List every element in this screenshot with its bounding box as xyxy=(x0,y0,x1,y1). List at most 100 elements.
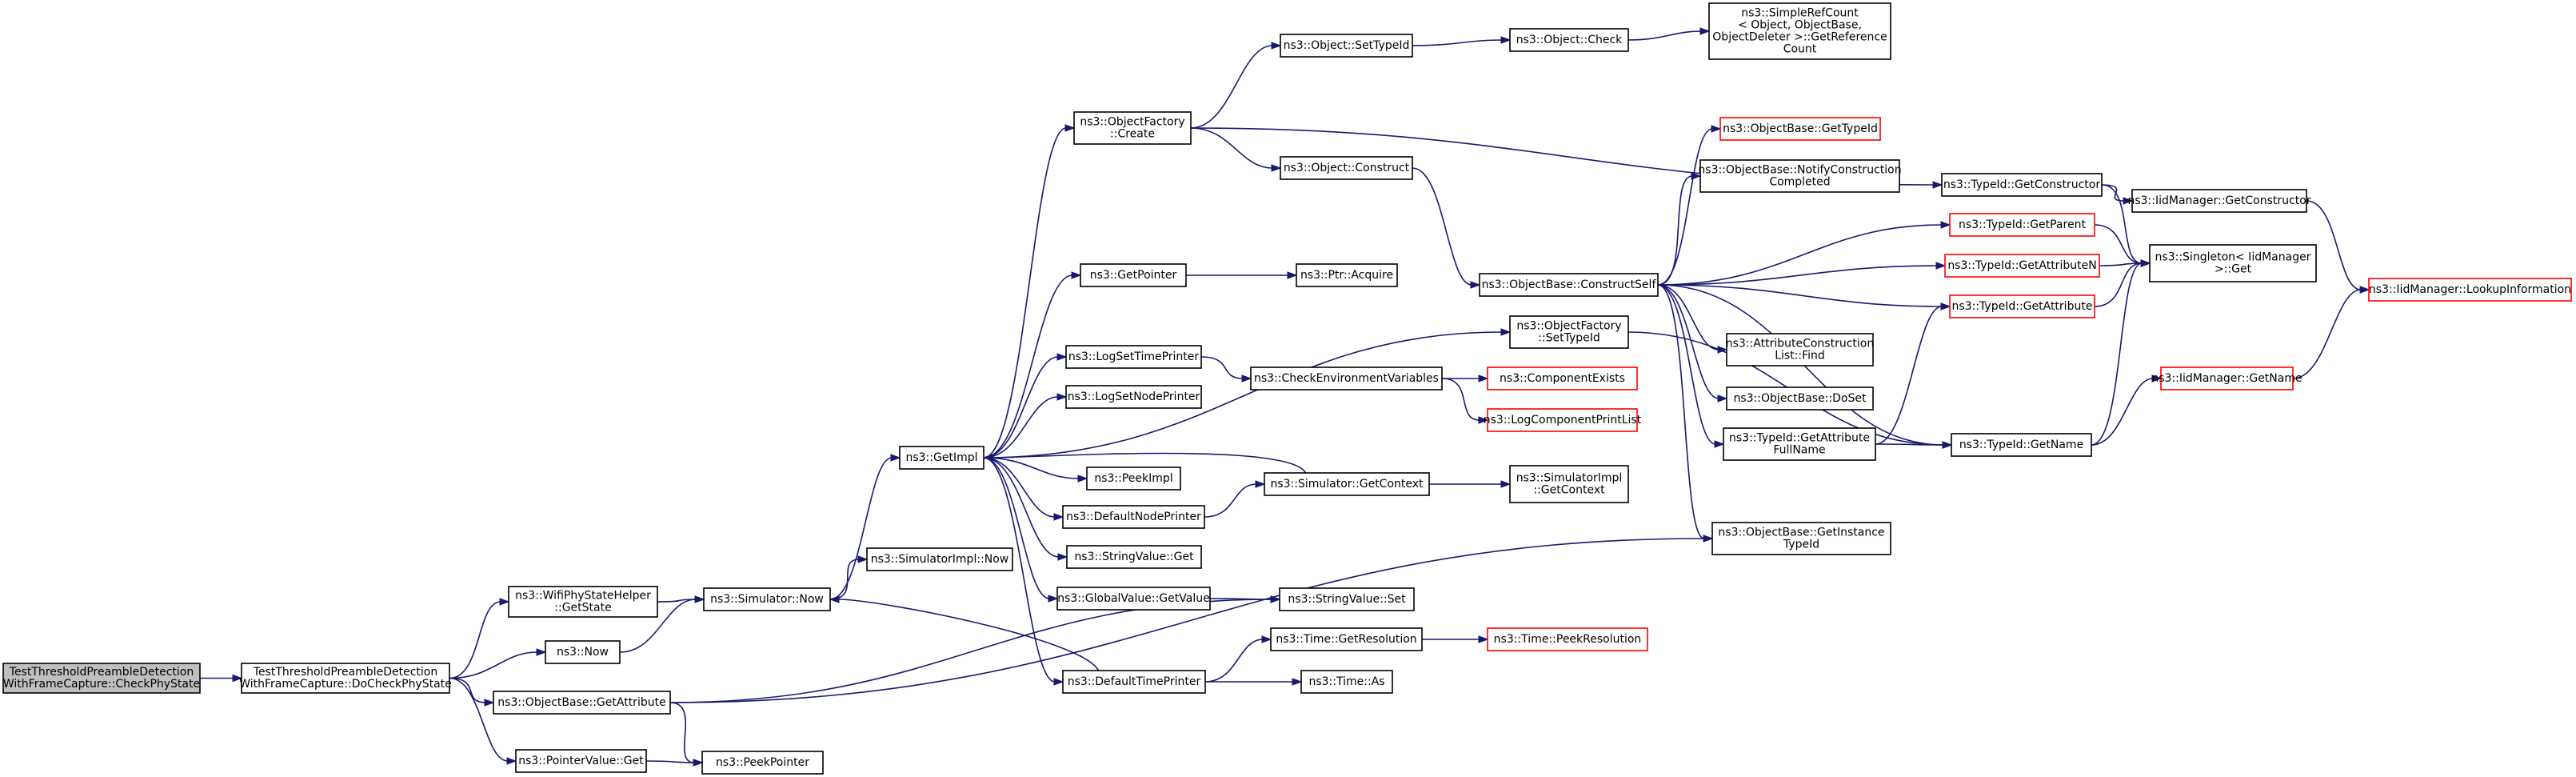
node-typeidgetattr[interactable]: ns3::TypeId::GetAttribute xyxy=(1949,294,2095,318)
node-label-line: ns3::Object::SetTypeId xyxy=(1284,39,1410,52)
edge-arrowhead xyxy=(1064,124,1076,132)
node-stringvalset[interactable]: ns3::StringValue::Set xyxy=(1279,587,1415,611)
edge-line xyxy=(657,599,697,603)
node-objbasegetattr[interactable]: ns3::ObjectBase::GetAttribute xyxy=(493,691,671,715)
edge-arrowhead xyxy=(232,674,243,683)
node-box xyxy=(1062,505,1205,529)
node-getimpl[interactable]: ns3::GetImpl xyxy=(899,446,984,470)
node-box xyxy=(2149,244,2317,282)
node-objconstruct[interactable]: ns3::Object::Construct xyxy=(1280,156,1413,180)
node-getpointer[interactable]: ns3::GetPointer xyxy=(1080,263,1187,287)
node-iidmgrlookup[interactable]: ns3::IidManager::LookupInformation xyxy=(2368,278,2572,302)
edge-arrowhead xyxy=(829,595,840,603)
node-peekimpl[interactable]: ns3::PeekImpl xyxy=(1086,467,1181,491)
edge-arrowhead xyxy=(1071,271,1082,279)
node-ptrvalget[interactable]: ns3::PointerValue::Get xyxy=(515,749,647,773)
edge-arrowhead xyxy=(1942,441,1953,449)
edge-docheck-to-wifigetstate xyxy=(449,598,510,679)
node-simimplgetctx[interactable]: ns3::SimulatorImpl::GetContext xyxy=(1509,465,1629,503)
node-simnow[interactable]: ns3::Simulator::Now xyxy=(703,587,831,611)
edge-arrowhead xyxy=(1711,125,1722,133)
node-globalvalget[interactable]: ns3::GlobalValue::GetValue xyxy=(1056,587,1211,611)
node-box xyxy=(241,663,450,694)
node-typeidgetparent[interactable]: ns3::TypeId::GetParent xyxy=(1949,213,2095,237)
edge-checkenv-to-logcompprint xyxy=(1441,378,1489,424)
node-box xyxy=(1479,273,1659,297)
edge-docheck-to-ptrvalget xyxy=(449,677,517,765)
node-typeidgetattrn[interactable]: ns3::TypeId::GetAttributeN xyxy=(1944,254,2100,278)
edge-line xyxy=(1657,284,1719,350)
node-timeas[interactable]: ns3::Time::As xyxy=(1300,670,1393,694)
node-notifyconstr[interactable]: ns3::ObjectBase::NotifyConstructionCompl… xyxy=(1698,159,1902,193)
edge-defnodeprinter-to-simgetctx xyxy=(1204,480,1266,518)
node-simplerefcount[interactable]: ns3::SimpleRefCount< Object, ObjectBase,… xyxy=(1708,2,1891,60)
node-box xyxy=(1270,627,1423,651)
node-now[interactable]: ns3::Now xyxy=(545,640,621,664)
node-label-line: ns3::ObjectBase::GetAttribute xyxy=(497,696,665,709)
node-objfactsettypeid[interactable]: ns3::ObjectFactory::SetTypeId xyxy=(1509,315,1629,349)
edge-constructself-to-attrconstrfind xyxy=(1657,284,1728,354)
edge-arrowhead xyxy=(1940,221,1951,229)
node-timegetres[interactable]: ns3::Time::GetResolution xyxy=(1270,627,1423,651)
node-objfactcreate[interactable]: ns3::ObjectFactory::Create xyxy=(1073,111,1192,145)
node-stringvalget[interactable]: ns3::StringValue::Get xyxy=(1066,545,1202,569)
edge-arrowhead xyxy=(1500,36,1512,44)
node-docheck[interactable]: TestThresholdPreambleDetectionWithFrameC… xyxy=(239,663,452,694)
node-label-line: ns3::Time::PeekResolution xyxy=(1494,633,1642,646)
node-timepeekres[interactable]: ns3::Time::PeekResolution xyxy=(1487,627,1648,651)
node-objbasegettypeid[interactable]: ns3::ObjectBase::GetTypeId xyxy=(1719,117,1881,141)
node-objsettypeid[interactable]: ns3::Object::SetTypeId xyxy=(1280,34,1413,58)
node-objbasedoset[interactable]: ns3::ObjectBase::DoSet xyxy=(1726,386,1874,411)
edge-line xyxy=(983,457,1080,479)
edge-root-to-docheck xyxy=(199,674,243,683)
edge-objfactcreate-to-objconstruct xyxy=(1190,127,1282,172)
node-label-line: ns3::SimulatorImpl xyxy=(1516,472,1623,485)
node-box xyxy=(1080,263,1187,287)
edge-arrowhead xyxy=(1699,27,1711,35)
node-logcompprint[interactable]: ns3::LogComponentPrintList xyxy=(1484,408,1642,432)
node-label-line: ns3::ObjectBase::NotifyConstruction xyxy=(1698,164,1901,177)
node-simimplnow[interactable]: ns3::SimulatorImpl::Now xyxy=(866,547,1013,571)
node-checkenv[interactable]: ns3::CheckEnvironmentVariables xyxy=(1250,366,1443,391)
node-label-line: ns3::LogSetNodePrinter xyxy=(1068,391,1200,403)
edge-checkenv-to-compexists xyxy=(1442,374,1489,382)
node-constructself[interactable]: ns3::ObjectBase::ConstructSelf xyxy=(1479,273,1659,297)
node-typeidgetname[interactable]: ns3::TypeId::GetName xyxy=(1951,433,2092,457)
edge-now-to-simnow xyxy=(619,595,705,653)
edge-line xyxy=(449,677,509,762)
edge-arrowhead xyxy=(1255,480,1266,488)
node-logsetnode[interactable]: ns3::LogSetNodePrinter xyxy=(1065,385,1202,409)
node-label-line: < Object, ObjectBase, xyxy=(1738,19,1862,32)
edge-line xyxy=(2091,262,2143,446)
node-ptracquire[interactable]: ns3::Ptr::Acquire xyxy=(1296,263,1398,287)
node-box xyxy=(1296,263,1398,287)
node-deftimeprinter[interactable]: ns3::DefaultTimePrinter xyxy=(1062,670,1206,694)
node-objcheck[interactable]: ns3::Object::Check xyxy=(1509,28,1629,52)
node-box xyxy=(1726,333,1874,366)
node-box xyxy=(1300,670,1393,694)
edge-line xyxy=(983,457,1056,683)
edge-arrowhead xyxy=(1935,262,1947,270)
node-label-line: ns3::IidManager::GetName xyxy=(2151,372,2302,385)
node-label-line: ns3::SimulatorImpl::Now xyxy=(871,553,1009,566)
node-peekpointer[interactable]: ns3::PeekPointer xyxy=(701,751,824,775)
edge-getimpl-to-defnodeprinter xyxy=(983,457,1064,521)
node-singletonget[interactable]: ns3::Singleton< IidManager>::Get xyxy=(2149,244,2317,282)
node-iidmgrgetname[interactable]: ns3::IidManager::GetName xyxy=(2151,366,2302,391)
node-compexists[interactable]: ns3::ComponentExists xyxy=(1487,366,1638,391)
node-root[interactable]: TestThresholdPreambleDetectionWithFrameC… xyxy=(2,663,201,694)
edge-objconstruct-to-constructself xyxy=(1412,167,1481,289)
node-box xyxy=(1711,522,1891,555)
node-defnodeprinter[interactable]: ns3::DefaultNodePrinter xyxy=(1062,505,1205,529)
node-box xyxy=(545,640,621,664)
node-logsettime[interactable]: ns3::LogSetTimePrinter xyxy=(1065,345,1202,369)
node-wifigetstate[interactable]: ns3::WifiPhyStateHelper::GetState xyxy=(508,586,658,618)
node-typeidgetconstructor[interactable]: ns3::TypeId::GetConstructor xyxy=(1941,173,2103,197)
edge-deftimeprinter-to-timeas xyxy=(1205,678,1303,686)
node-label-line: List::Find xyxy=(1775,350,1825,362)
node-simgetctx[interactable]: ns3::Simulator::GetContext xyxy=(1264,472,1430,496)
node-iidmgrgetconstructor[interactable]: ns3::IidManager::GetConstructor xyxy=(2127,189,2311,213)
